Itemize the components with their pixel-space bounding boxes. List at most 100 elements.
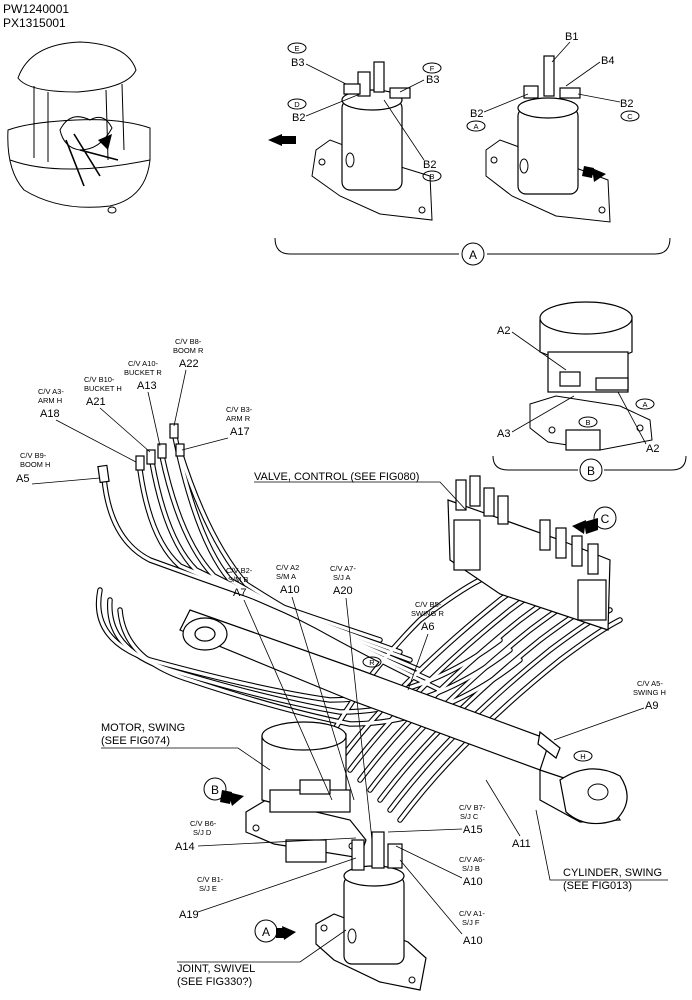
port-bubble-b-motor: B [585,418,590,427]
label-joint-swivel-ref: (SEE FIG330?) [177,976,252,988]
hose-callout-a5: C/V B9- BOOM H A5 [16,451,101,485]
detail-a-right-joint [485,55,611,223]
hose-a22-line1: C/V B8- [175,337,202,346]
hose-a10-sjf-code: A10 [463,935,483,947]
view-arrow-c-label: C [601,512,610,526]
label-cylinder-swing: CYLINDER, SWING [563,867,662,879]
port-bubble-r: R [369,658,375,667]
arrow-right-icon [582,166,606,182]
hose-a21-code: A21 [86,396,106,408]
hose-a10-sm-line2: S/M A [276,572,296,581]
label-a11: A11 [512,838,531,850]
hose-a19-line2: S/J E [199,884,217,893]
hose-a10-sjf-line2: S/J F [462,918,480,927]
hose-a14-code: A14 [175,841,195,853]
hose-callout-a15: C/V B7- S/J C A15 [387,803,486,836]
arrow-left-icon [268,134,296,146]
port-bubble-f: F [430,64,435,73]
detail-b-callout: B [587,464,595,478]
hose-a10-sm-code: A10 [280,584,300,596]
hose-a10-sjb-line2: S/J B [462,864,480,873]
hose-callout-a19: C/V B1- S/J E A19 [179,857,357,921]
detail-b-swing-motor [529,301,653,451]
detail-b-bracket [492,455,687,471]
hose-a6-line2: SWING R [411,609,444,618]
hose-a22-code: A22 [179,358,199,370]
hose-a10-sjb-code: A10 [463,876,483,888]
hose-a6-line1: C/V B5- [415,600,442,609]
detail-a-bracket [274,237,671,255]
label-b3-left: B3 [291,57,304,69]
detail-a-callout: A [469,248,477,262]
hose-a18-line2: ARM H [38,396,62,405]
hose-callout-a9: C/V A5- SWING H A9 [553,679,666,741]
hose-callout-a7: C/V B2- S/M B A7 [226,566,333,801]
port-bubble-a-top: A [473,122,478,131]
hose-callout-a13: C/V A10- BUCKET R A13 [124,359,162,447]
hose-a17-line2: ARM R [226,414,251,423]
hose-a7-code: A7 [233,587,246,599]
hose-a21-line2: BUCKET H [84,384,122,393]
hose-a18-line1: C/V A3- [38,387,64,396]
hose-a20-code: A20 [333,585,353,597]
hose-callout-a17: C/V B3- ARM R A17 [181,405,253,451]
hose-a7-line2: S/M B [228,575,248,584]
label-joint-swivel: JOINT, SWIVEL [177,963,255,975]
hose-a14-line1: C/V B6- [190,819,217,828]
hose-a13-line1: C/V A10- [128,359,159,368]
detail-a-left-joint [311,61,433,221]
hose-a18-code: A18 [40,408,60,420]
label-cylinder-swing-ref: (SEE FIG013) [563,880,632,892]
hose-a13-line2: BUCKET R [124,368,162,377]
port-bubble-d: D [294,100,300,109]
port-bubble-c: C [627,112,633,121]
serial-code-2: PX1315001 [3,16,66,30]
hose-a13-code: A13 [137,380,157,392]
hose-callout-a18: C/V A3- ARM H A18 [38,387,137,463]
hose-callout-a10-sm: C/V A2 S/M A A10 [276,563,355,801]
hose-a15-line1: C/V B7- [459,803,486,812]
hose-callout-a10-sjb: C/V A6- S/J B A10 [395,845,485,888]
hose-callout-a6: C/V B5- SWING R A6 [407,600,444,691]
swing-motor [245,721,367,863]
hose-a20-line1: C/V A7- [330,564,356,573]
view-arrow-b-icon [220,790,244,806]
hose-a5-line2: BOOM H [20,460,50,469]
view-arrow-a-icon [276,926,296,940]
view-arrow-c-icon [572,518,598,534]
label-b2-left: B2 [292,112,305,124]
hose-a5-code: A5 [16,473,29,485]
swivel-joint [315,831,427,991]
label-motor-swing: MOTOR, SWING [101,722,185,734]
label-valve-control: VALVE, CONTROL (SEE FIG080) [254,471,419,483]
hose-a9-line2: SWING H [633,688,666,697]
serial-code-1: PW1240001 [3,2,69,16]
hose-a10-sjf-line1: C/V A1- [459,909,485,918]
control-valve [447,475,611,631]
hose-a7-line1: C/V B2- [226,566,253,575]
label-a2-top: A2 [497,325,510,337]
hose-a15-code: A15 [463,824,483,836]
view-arrow-b-label: B [211,783,219,797]
label-b2-right-right: B2 [620,98,633,110]
hose-a19-line1: C/V B1- [197,875,224,884]
view-arrow-a-label: A [262,925,270,939]
hose-callout-a21: C/V B10- BUCKET H A21 [84,375,151,453]
hose-a15-line2: S/J C [460,812,479,821]
hose-a20-line2: S/J A [333,573,351,582]
hose-a5-line1: C/V B9- [20,451,47,460]
hose-a10-sjb-line1: C/V A6- [459,855,485,864]
hose-callout-a22: C/V B8- BOOM R A22 [173,337,204,427]
label-b2-bottom: B2 [423,159,436,171]
label-b1: B1 [565,31,578,43]
hose-a9-line1: C/V A5- [637,679,663,688]
hose-callout-a10-sjf: C/V A1- S/J F A10 [399,859,485,947]
label-b3-right: B3 [426,74,439,86]
hose-a10-sm-line1: C/V A2 [276,563,299,572]
hose-a14-line2: S/J D [193,828,212,837]
port-bubble-e: E [294,44,299,53]
hose-a9-code: A9 [645,700,658,712]
swing-cylinder [179,609,628,825]
